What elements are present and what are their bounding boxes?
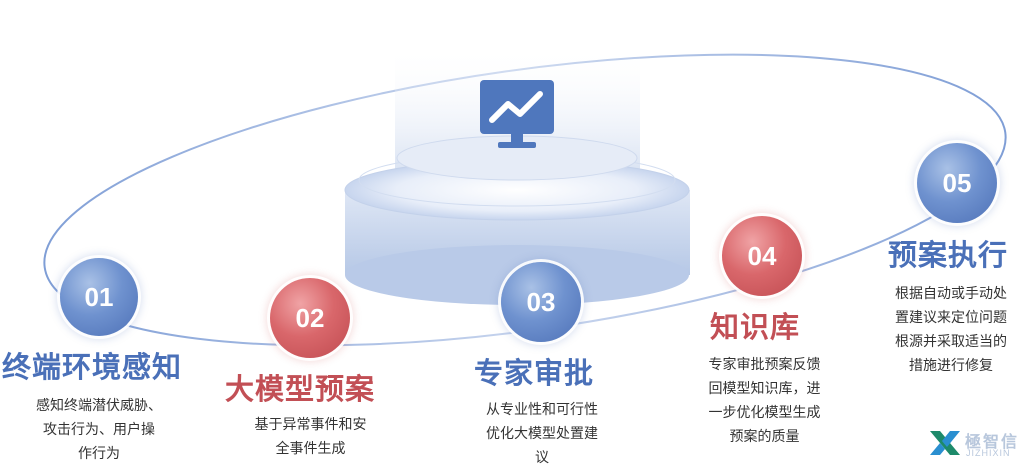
step-03-desc: 从专业性和可行性 优化大模型处置建 议 (462, 398, 622, 470)
step-01-number: 01 (84, 281, 114, 312)
step-02-desc-line: 全事件生成 (275, 441, 346, 457)
step-02-title: 大模型预案 (225, 372, 376, 406)
step-03-desc-line: 议 (535, 450, 549, 466)
step-03-circle: 03 (501, 262, 581, 342)
step-04-number: 04 (747, 240, 777, 271)
step-04-title: 知识库 (710, 310, 801, 344)
step-03-number: 03 (526, 286, 556, 317)
step-04-desc: 专家审批预案反馈 回模型知识库，进 一步优化模型生成 预案的质量 (682, 353, 847, 449)
logo-subtitle: JIZHIXIN (966, 448, 1011, 458)
step-04-desc-line: 一步优化模型生成 (708, 405, 821, 421)
step-05-circle: 05 (917, 143, 997, 223)
logo-name: 極智信 (965, 434, 1020, 451)
step-01-desc-line: 攻击行为、用户操 (43, 422, 155, 438)
step-05-desc-line: 根源并采取适当的 (895, 334, 1007, 350)
step-02-number: 02 (295, 302, 325, 333)
step-05-desc: 根据自动或手动处 置建议来定位问题 根源并采取适当的 措施进行修复 (876, 282, 1026, 378)
step-03-title: 专家审批 (474, 356, 595, 390)
step-01-title: 终端环境感知 (2, 350, 183, 384)
platform (344, 135, 690, 305)
step-01-desc: 感知终端潜伏威胁、 攻击行为、用户操 作行为 (14, 394, 184, 466)
x-logo-icon (930, 431, 960, 455)
step-04-desc-line: 回模型知识库，进 (708, 381, 821, 397)
step-01-desc-line: 感知终端潜伏威胁、 (36, 398, 162, 414)
step-05-title: 预案执行 (888, 238, 1009, 272)
step-05-number: 05 (942, 167, 972, 198)
step-05-desc-line: 根据自动或手动处 (895, 286, 1007, 302)
step-01-desc-line: 作行为 (78, 446, 120, 462)
step-02-desc: 基于异常事件和安 全事件生成 (228, 413, 393, 461)
step-03-desc-line: 从专业性和可行性 (486, 402, 598, 418)
step-03-desc-line: 优化大模型处置建 (486, 426, 598, 442)
step-02-circle: 02 (270, 278, 350, 358)
step-01-circle: 01 (60, 258, 138, 336)
step-02-desc-line: 基于异常事件和安 (254, 417, 367, 433)
step-04-desc-line: 预案的质量 (729, 429, 800, 445)
monitor-chart-icon (480, 80, 554, 148)
step-04-circle: 04 (722, 216, 802, 296)
step-05-desc-line: 置建议来定位问题 (895, 310, 1007, 326)
step-05-desc-line: 措施进行修复 (909, 358, 993, 374)
step-04-desc-line: 专家审批预案反馈 (708, 357, 821, 373)
